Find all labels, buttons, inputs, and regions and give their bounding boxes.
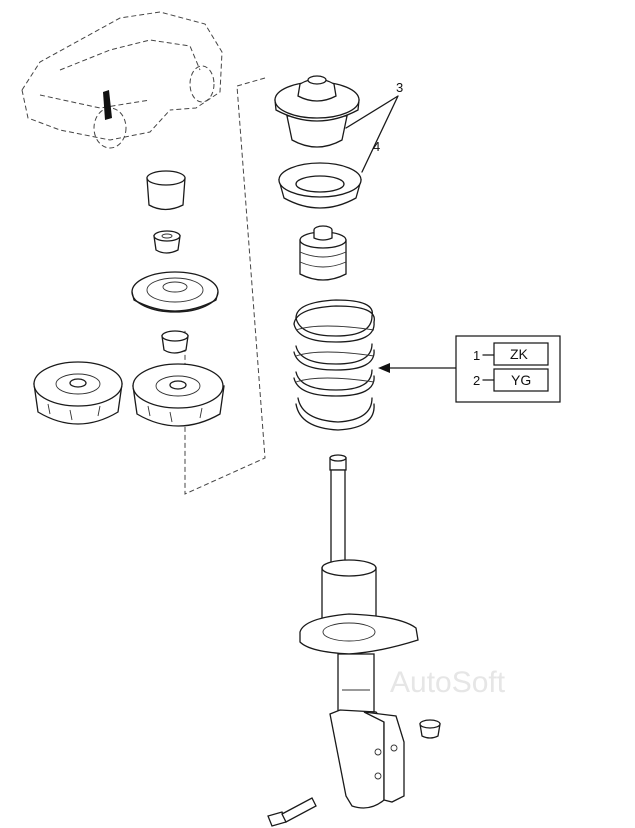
mounting-nut [419, 719, 441, 739]
alt-top-mount-a [33, 361, 123, 425]
callout-3: 3 [345, 80, 403, 173]
alt-top-mount-b [132, 363, 225, 427]
mounting-bolt [267, 797, 317, 827]
variant-leader-line [184, 77, 266, 495]
strut-bearing [278, 162, 362, 209]
top-mount [274, 75, 360, 148]
vehicle-locator-sketch [21, 11, 223, 149]
leader-arrowhead [378, 363, 390, 373]
svg-text:3: 3 [396, 80, 403, 95]
spring-row-1-code: ZK [510, 346, 529, 362]
spring-row-2-code: YG [511, 372, 531, 388]
alt-bump-stop-cup [146, 170, 186, 211]
alt-nut-lower [161, 330, 189, 354]
callout-4: 4 [373, 139, 380, 154]
strut-damper [299, 454, 419, 809]
spring-row-2-index: 2 [473, 373, 480, 388]
coil-spring [293, 299, 375, 431]
alt-nut [153, 230, 181, 254]
watermark: AutoSoft [390, 666, 506, 699]
spring-row-1-index: 1 [473, 348, 480, 363]
svg-text:4: 4 [373, 139, 380, 154]
alt-spring-seat [131, 271, 219, 313]
spring-code-table: 1 ZK 2 YG [455, 335, 561, 403]
bump-stop [299, 225, 347, 281]
